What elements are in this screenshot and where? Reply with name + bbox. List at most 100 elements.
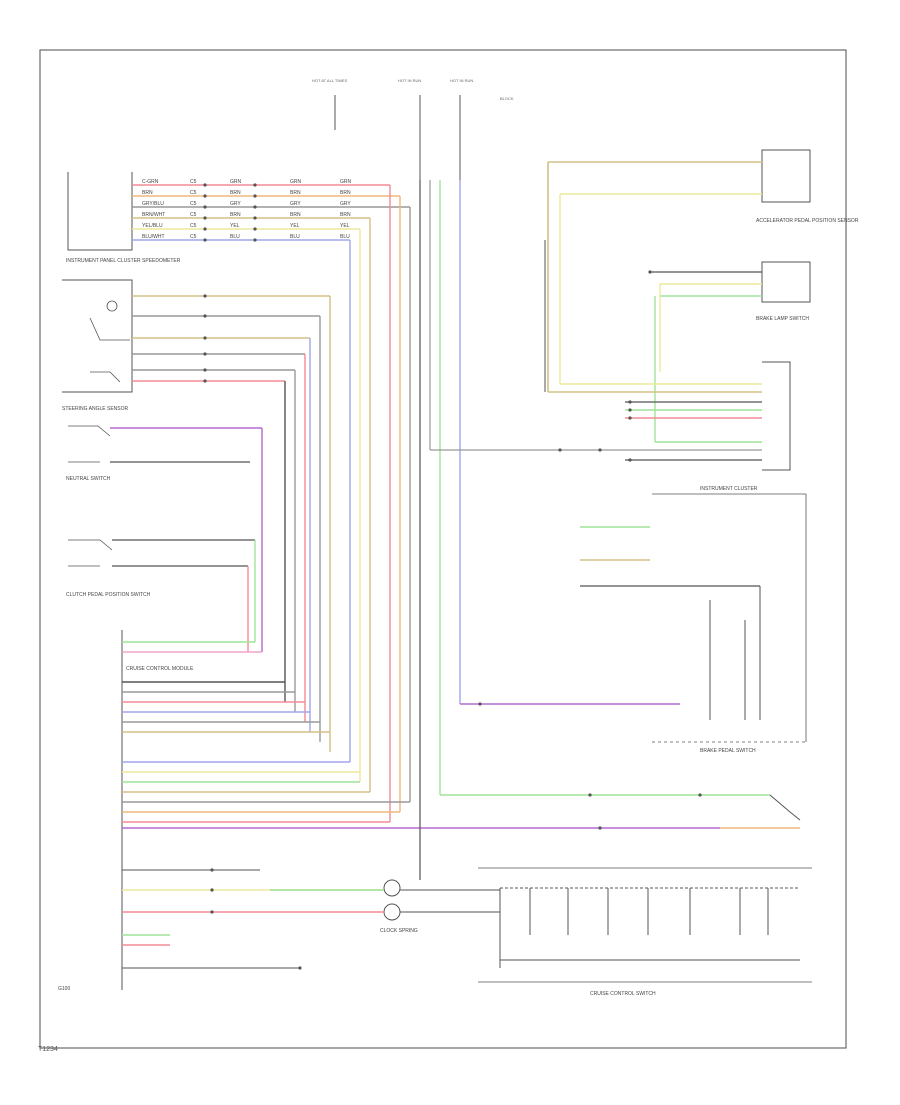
svg-text:BLU: BLU <box>290 234 300 240</box>
svg-text:BLU/WHT: BLU/WHT <box>142 234 165 240</box>
svg-text:BRN: BRN <box>290 212 301 218</box>
connector-pin <box>253 194 257 198</box>
connector-pin <box>598 448 602 452</box>
instrument-cluster-connector: INSTRUMENT CLUSTER <box>430 361 791 492</box>
svg-text:BRN: BRN <box>290 190 301 196</box>
svg-text:GRN: GRN <box>290 179 302 185</box>
brake-pedal-module: BRAKE PEDAL SWITCH <box>560 493 807 754</box>
steering-angle-sensor: STEERING ANGLE SENSOR <box>62 279 330 412</box>
svg-text:BLU: BLU <box>340 234 350 240</box>
brake-lamp-label: BRAKE LAMP SWITCH <box>756 316 809 322</box>
bottom-left-wires <box>122 934 300 969</box>
neutral-switch-label: NEUTRAL SWITCH <box>66 476 111 482</box>
fuse-label-1: HOT AT ALL TIMES <box>312 78 347 83</box>
cruise-switch-label: CRUISE CONTROL SWITCH <box>590 991 656 997</box>
svg-text:BRN: BRN <box>230 190 241 196</box>
svg-text:GRY: GRY <box>230 201 241 207</box>
svg-text:GRN: GRN <box>340 179 352 185</box>
svg-text:BRN: BRN <box>230 212 241 218</box>
fuse-label-3: HOT IN RUN <box>450 78 473 83</box>
connector-pin <box>253 183 257 187</box>
connector-pin <box>203 205 207 209</box>
clutch-pedal-switch: CLUTCH PEDAL POSITION SWITCH <box>66 539 255 598</box>
page-code: T1234 <box>38 1046 58 1053</box>
svg-text:C5: C5 <box>190 212 197 218</box>
connector-pin <box>203 352 207 356</box>
svg-text:YEL: YEL <box>290 223 300 229</box>
connector-pin <box>203 238 207 242</box>
accelerator-label: ACCELERATOR PEDAL POSITION SENSOR <box>756 218 859 224</box>
svg-text:C5: C5 <box>190 190 197 196</box>
connector-pin <box>698 793 702 797</box>
svg-text:BRN: BRN <box>142 190 153 196</box>
connector-pin <box>628 400 632 404</box>
svg-text:GRY: GRY <box>340 201 351 207</box>
svg-text:YEL: YEL <box>340 223 350 229</box>
svg-text:GRY/BLU: GRY/BLU <box>142 201 164 207</box>
connector-pin <box>253 216 257 220</box>
connector-pin <box>203 194 207 198</box>
connector-pin <box>210 868 214 872</box>
brake-pedal-label: BRAKE PEDAL SWITCH <box>700 748 756 754</box>
wire-bundle-vertical <box>247 185 411 822</box>
svg-text:C5: C5 <box>190 234 197 240</box>
connector-pin <box>588 793 592 797</box>
connector-pin <box>203 336 207 340</box>
connector-pin <box>598 826 602 830</box>
connector-pin <box>203 294 207 298</box>
connector-pin <box>203 314 207 318</box>
connector-pin <box>253 227 257 231</box>
connector-pin <box>558 448 562 452</box>
connector-pin <box>203 368 207 372</box>
instrument-panel-label: INSTRUMENT PANEL CLUSTER SPEEDOMETER <box>66 258 181 264</box>
svg-text:BLU: BLU <box>230 234 240 240</box>
connector-pin <box>298 966 302 970</box>
connector-pin <box>203 183 207 187</box>
svg-text:BRN/WHT: BRN/WHT <box>142 212 165 218</box>
svg-text:GRY: GRY <box>290 201 301 207</box>
neutral-switch: NEUTRAL SWITCH <box>66 425 262 482</box>
instrument-cluster-label: INSTRUMENT CLUSTER <box>700 486 758 492</box>
cruise-module-wires <box>122 641 720 829</box>
connector-pin <box>210 910 214 914</box>
svg-text:GRN: GRN <box>230 179 242 185</box>
connector-pins <box>203 183 702 970</box>
connector-pin <box>253 205 257 209</box>
svg-text:C5: C5 <box>190 223 197 229</box>
connector-top-wires <box>132 184 410 241</box>
connector-pin <box>253 238 257 242</box>
connector-pin <box>210 888 214 892</box>
svg-text:C5: C5 <box>190 201 197 207</box>
fuse-feed-wires <box>419 180 770 880</box>
svg-text:YEL: YEL <box>230 223 240 229</box>
svg-text:C5: C5 <box>190 179 197 185</box>
svg-text:YEL/BLU: YEL/BLU <box>142 223 163 229</box>
clock-spring: CLOCK SPRING <box>122 869 500 934</box>
ground-label: G100 <box>58 986 70 992</box>
cruise-control-switch: CRUISE CONTROL SWITCH <box>478 867 812 997</box>
fuse-label-2: HOT IN RUN <box>398 78 421 83</box>
clutch-pedal-label: CLUTCH PEDAL POSITION SWITCH <box>66 592 151 598</box>
fuse-block: HOT AT ALL TIMES HOT IN RUN HOT IN RUN B… <box>312 78 514 180</box>
brake-lamp-switch: BRAKE LAMP SWITCH <box>650 261 811 442</box>
svg-text:BRN: BRN <box>340 212 351 218</box>
connector-pin <box>203 216 207 220</box>
connector-pin <box>648 270 652 274</box>
connector-pin <box>628 408 632 412</box>
diagram-frame <box>39 49 847 1049</box>
connector-pin <box>478 702 482 706</box>
svg-text:C-GRN: C-GRN <box>142 179 159 185</box>
cruise-module-label: CRUISE CONTROL MODULE <box>126 666 194 672</box>
svg-text:BLOCK: BLOCK <box>500 96 514 101</box>
clock-spring-label: CLOCK SPRING <box>380 928 418 934</box>
connector-pin <box>628 458 632 462</box>
accelerator-pedal-sensor: ACCELERATOR PEDAL POSITION SENSOR <box>544 149 859 392</box>
connector-pin <box>203 379 207 383</box>
stop-switch <box>720 794 801 829</box>
connector-pin <box>628 416 632 420</box>
connector-pin <box>203 227 207 231</box>
